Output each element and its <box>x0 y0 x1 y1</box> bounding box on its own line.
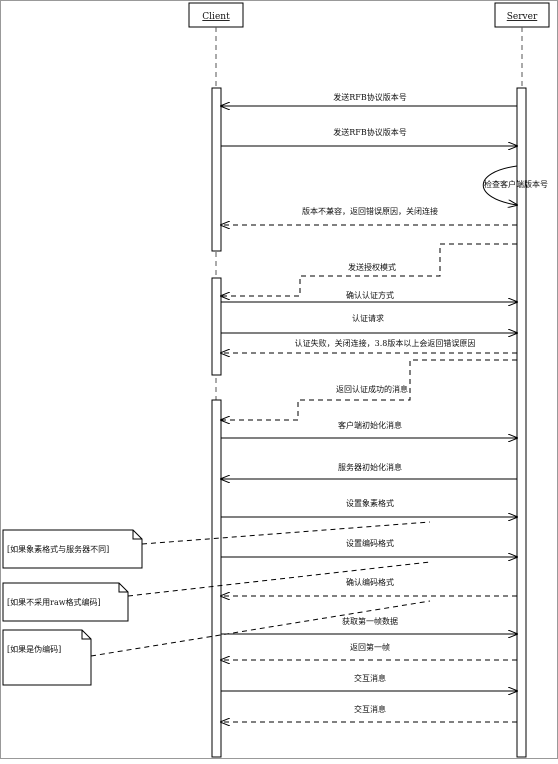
message-5: 确认认证方式 <box>221 290 517 302</box>
note-connector <box>127 561 431 597</box>
participant-server-label: Server <box>507 12 538 22</box>
message-label: 设置编码格式 <box>346 538 394 548</box>
server-activation <box>516 87 527 758</box>
message-1: 发送RFB协议版本号 <box>221 92 517 106</box>
message-label: 客户端初始化消息 <box>338 420 402 430</box>
message-label: 返回认证成功的消息 <box>336 384 408 394</box>
message-label: 返回第一帧 <box>350 642 390 652</box>
message-4: 发送授权模式 <box>221 243 517 296</box>
message-label: 版本不兼容，返回错误原因，关闭连接 <box>302 206 438 216</box>
note-text: [如果象素格式与服务器不同] <box>7 544 109 554</box>
message-label: 获取第一帧数据 <box>342 616 398 626</box>
message-label: 发送RFB协议版本号 <box>333 127 406 137</box>
note-2: [如果不采用raw格式编码] <box>2 561 431 622</box>
message-9: 客户端初始化消息 <box>221 420 517 438</box>
participant-client-label: Client <box>202 12 230 22</box>
self-message: 检查客户端版本号 <box>483 165 548 205</box>
message-label: 发送RFB协议版本号 <box>333 92 406 102</box>
message-arrow <box>221 243 517 296</box>
note-connector <box>141 521 431 545</box>
message-12: 设置编码格式 <box>221 538 517 557</box>
message-6: 认证请求 <box>221 313 517 333</box>
message-label: 确认认证方式 <box>346 290 394 300</box>
message-7: 认证失败，关闭连接，3.8版本以上会返回错误原因 <box>221 338 517 353</box>
participant-server: Server <box>494 2 550 28</box>
message-label: 交互消息 <box>354 704 386 714</box>
message-label: 认证请求 <box>352 313 384 323</box>
message-11: 设置象素格式 <box>221 498 517 517</box>
message-label: 确认编码格式 <box>346 577 394 587</box>
message-13: 确认编码格式 <box>221 577 517 596</box>
message-14: 获取第一帧数据 <box>221 616 517 634</box>
note-1: [如果象素格式与服务器不同] <box>2 521 431 569</box>
note-3: [如果是伪编码] <box>2 600 431 686</box>
message-8: 返回认证成功的消息 <box>221 359 517 420</box>
message-label: 发送授权模式 <box>348 262 396 272</box>
message-16: 交互消息 <box>221 673 517 691</box>
message-17: 交互消息 <box>221 704 517 722</box>
participant-server-box <box>494 2 550 28</box>
note-text: [如果是伪编码] <box>7 644 61 654</box>
self-message-label: 检查客户端版本号 <box>484 179 548 189</box>
message-label: 服务器初始化消息 <box>338 462 402 472</box>
note-connector <box>90 600 431 657</box>
note-box <box>2 629 92 686</box>
message-label: 设置象素格式 <box>346 498 394 508</box>
client-activation-3 <box>211 399 222 758</box>
message-3: 版本不兼容，返回错误原因，关闭连接 <box>221 206 517 225</box>
note-box <box>2 529 143 569</box>
message-label: 认证失败，关闭连接，3.8版本以上会返回错误原因 <box>295 338 476 348</box>
message-15: 返回第一帧 <box>221 642 517 660</box>
note-box <box>2 582 129 622</box>
participant-client-box <box>188 2 244 28</box>
message-arrow <box>221 359 517 420</box>
message-2: 发送RFB协议版本号 <box>221 127 517 146</box>
note-text: [如果不采用raw格式编码] <box>7 597 101 607</box>
client-activation-1 <box>211 87 222 252</box>
participant-client: Client <box>188 2 244 28</box>
message-label: 交互消息 <box>354 673 386 683</box>
client-activation-2 <box>211 277 222 376</box>
message-10: 服务器初始化消息 <box>221 462 517 479</box>
self-message-arrow <box>483 165 517 205</box>
